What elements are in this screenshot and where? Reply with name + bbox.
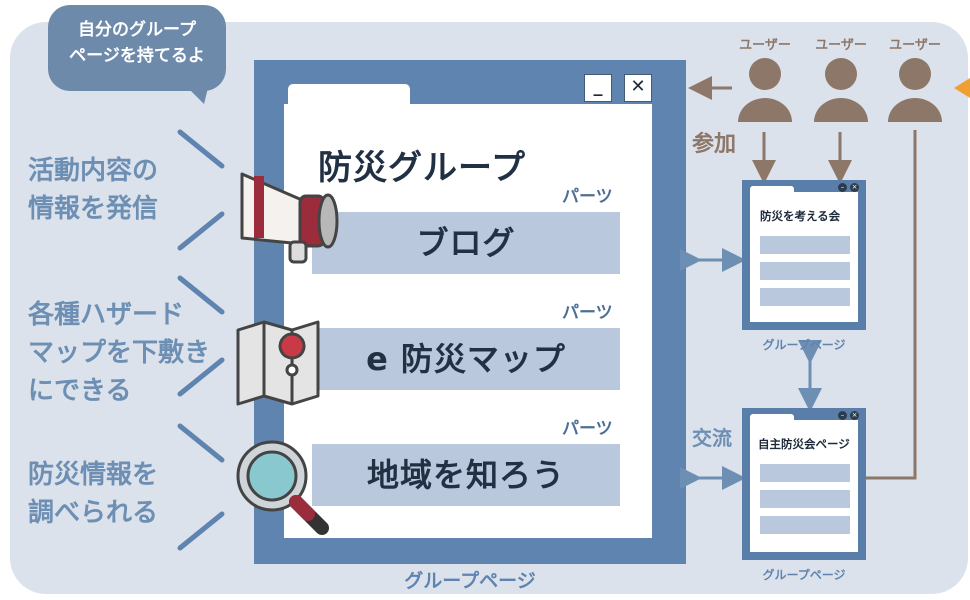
map-pin-icon: [236, 320, 320, 406]
feature-3-line-1: 防災情報を: [28, 460, 159, 490]
feature-label-research: 防災情報を 調べられる: [28, 456, 158, 532]
magnifier-icon: [236, 440, 329, 535]
group-page-2-title: 自主防災会ページ: [758, 437, 850, 451]
user-icon-2: [814, 58, 868, 122]
user-icon-1: [738, 58, 792, 122]
parts-label-2: パーツ: [562, 303, 613, 323]
group-page-1-title: 防災を考える会: [760, 209, 841, 223]
exchange-label: 交流: [692, 426, 732, 450]
user-label-3: ユーザー: [889, 38, 941, 53]
group-page-2-footer: グループページ: [762, 568, 846, 582]
user-label-2: ユーザー: [815, 38, 867, 53]
join-label: 参加: [692, 132, 737, 157]
group-page-1-row: [760, 236, 850, 254]
close-button[interactable]: ✕: [624, 74, 652, 102]
feature-label-hazard-map: 各種ハザード マップを下敷き にできる: [28, 296, 210, 410]
group-page-1-tab: [750, 186, 794, 196]
group-page-2-tab: [750, 414, 794, 424]
group-page-1-row: [760, 262, 850, 280]
bubble-line-1: 自分のグループ: [78, 20, 196, 40]
part-blog[interactable]: ブログ: [312, 212, 620, 274]
minimize-button[interactable]: _: [584, 74, 612, 102]
group-page-2-row: [760, 516, 850, 534]
part-e-bousai-map[interactable]: e 防災マップ: [312, 328, 620, 390]
connector-arrows: [680, 76, 970, 490]
feature-2-line-3: にできる: [28, 376, 132, 406]
parts-label-3: パーツ: [562, 419, 613, 439]
group-page-1-min[interactable]: –: [838, 183, 847, 192]
feature-3-line-2: 調べられる: [28, 498, 159, 528]
parts-label-1: パーツ: [562, 187, 613, 207]
group-page-1-row: [760, 288, 850, 306]
megaphone-icon: [240, 172, 339, 264]
feature-1-line-2: 情報を発信: [28, 194, 159, 224]
group-page-2-min[interactable]: –: [838, 411, 847, 420]
group-page-1-footer: グループページ: [762, 338, 846, 352]
feature-label-publish: 活動内容の 情報を発信: [28, 152, 158, 228]
feature-1-line-1: 活動内容の: [28, 156, 159, 186]
user-icon-3: [888, 58, 942, 122]
speech-bubble: 自分のグループ ページを持てるよ: [48, 5, 226, 91]
group-page-1-close[interactable]: ×: [850, 183, 859, 192]
user-label-1: ユーザー: [739, 38, 791, 53]
main-window-footer: グループページ: [404, 570, 536, 592]
feature-2-line-2: マップを下敷き: [28, 338, 211, 368]
group-page-2-close[interactable]: ×: [850, 411, 859, 420]
divider-slashes: [177, 129, 225, 551]
bubble-line-2: ページを持てるよ: [69, 46, 205, 66]
group-page-2-row: [760, 464, 850, 482]
group-page-2-row: [760, 490, 850, 508]
part-know-area[interactable]: 地域を知ろう: [312, 444, 620, 506]
page-title: 防災グループ: [318, 148, 526, 188]
feature-2-line-1: 各種ハザード: [28, 300, 185, 330]
